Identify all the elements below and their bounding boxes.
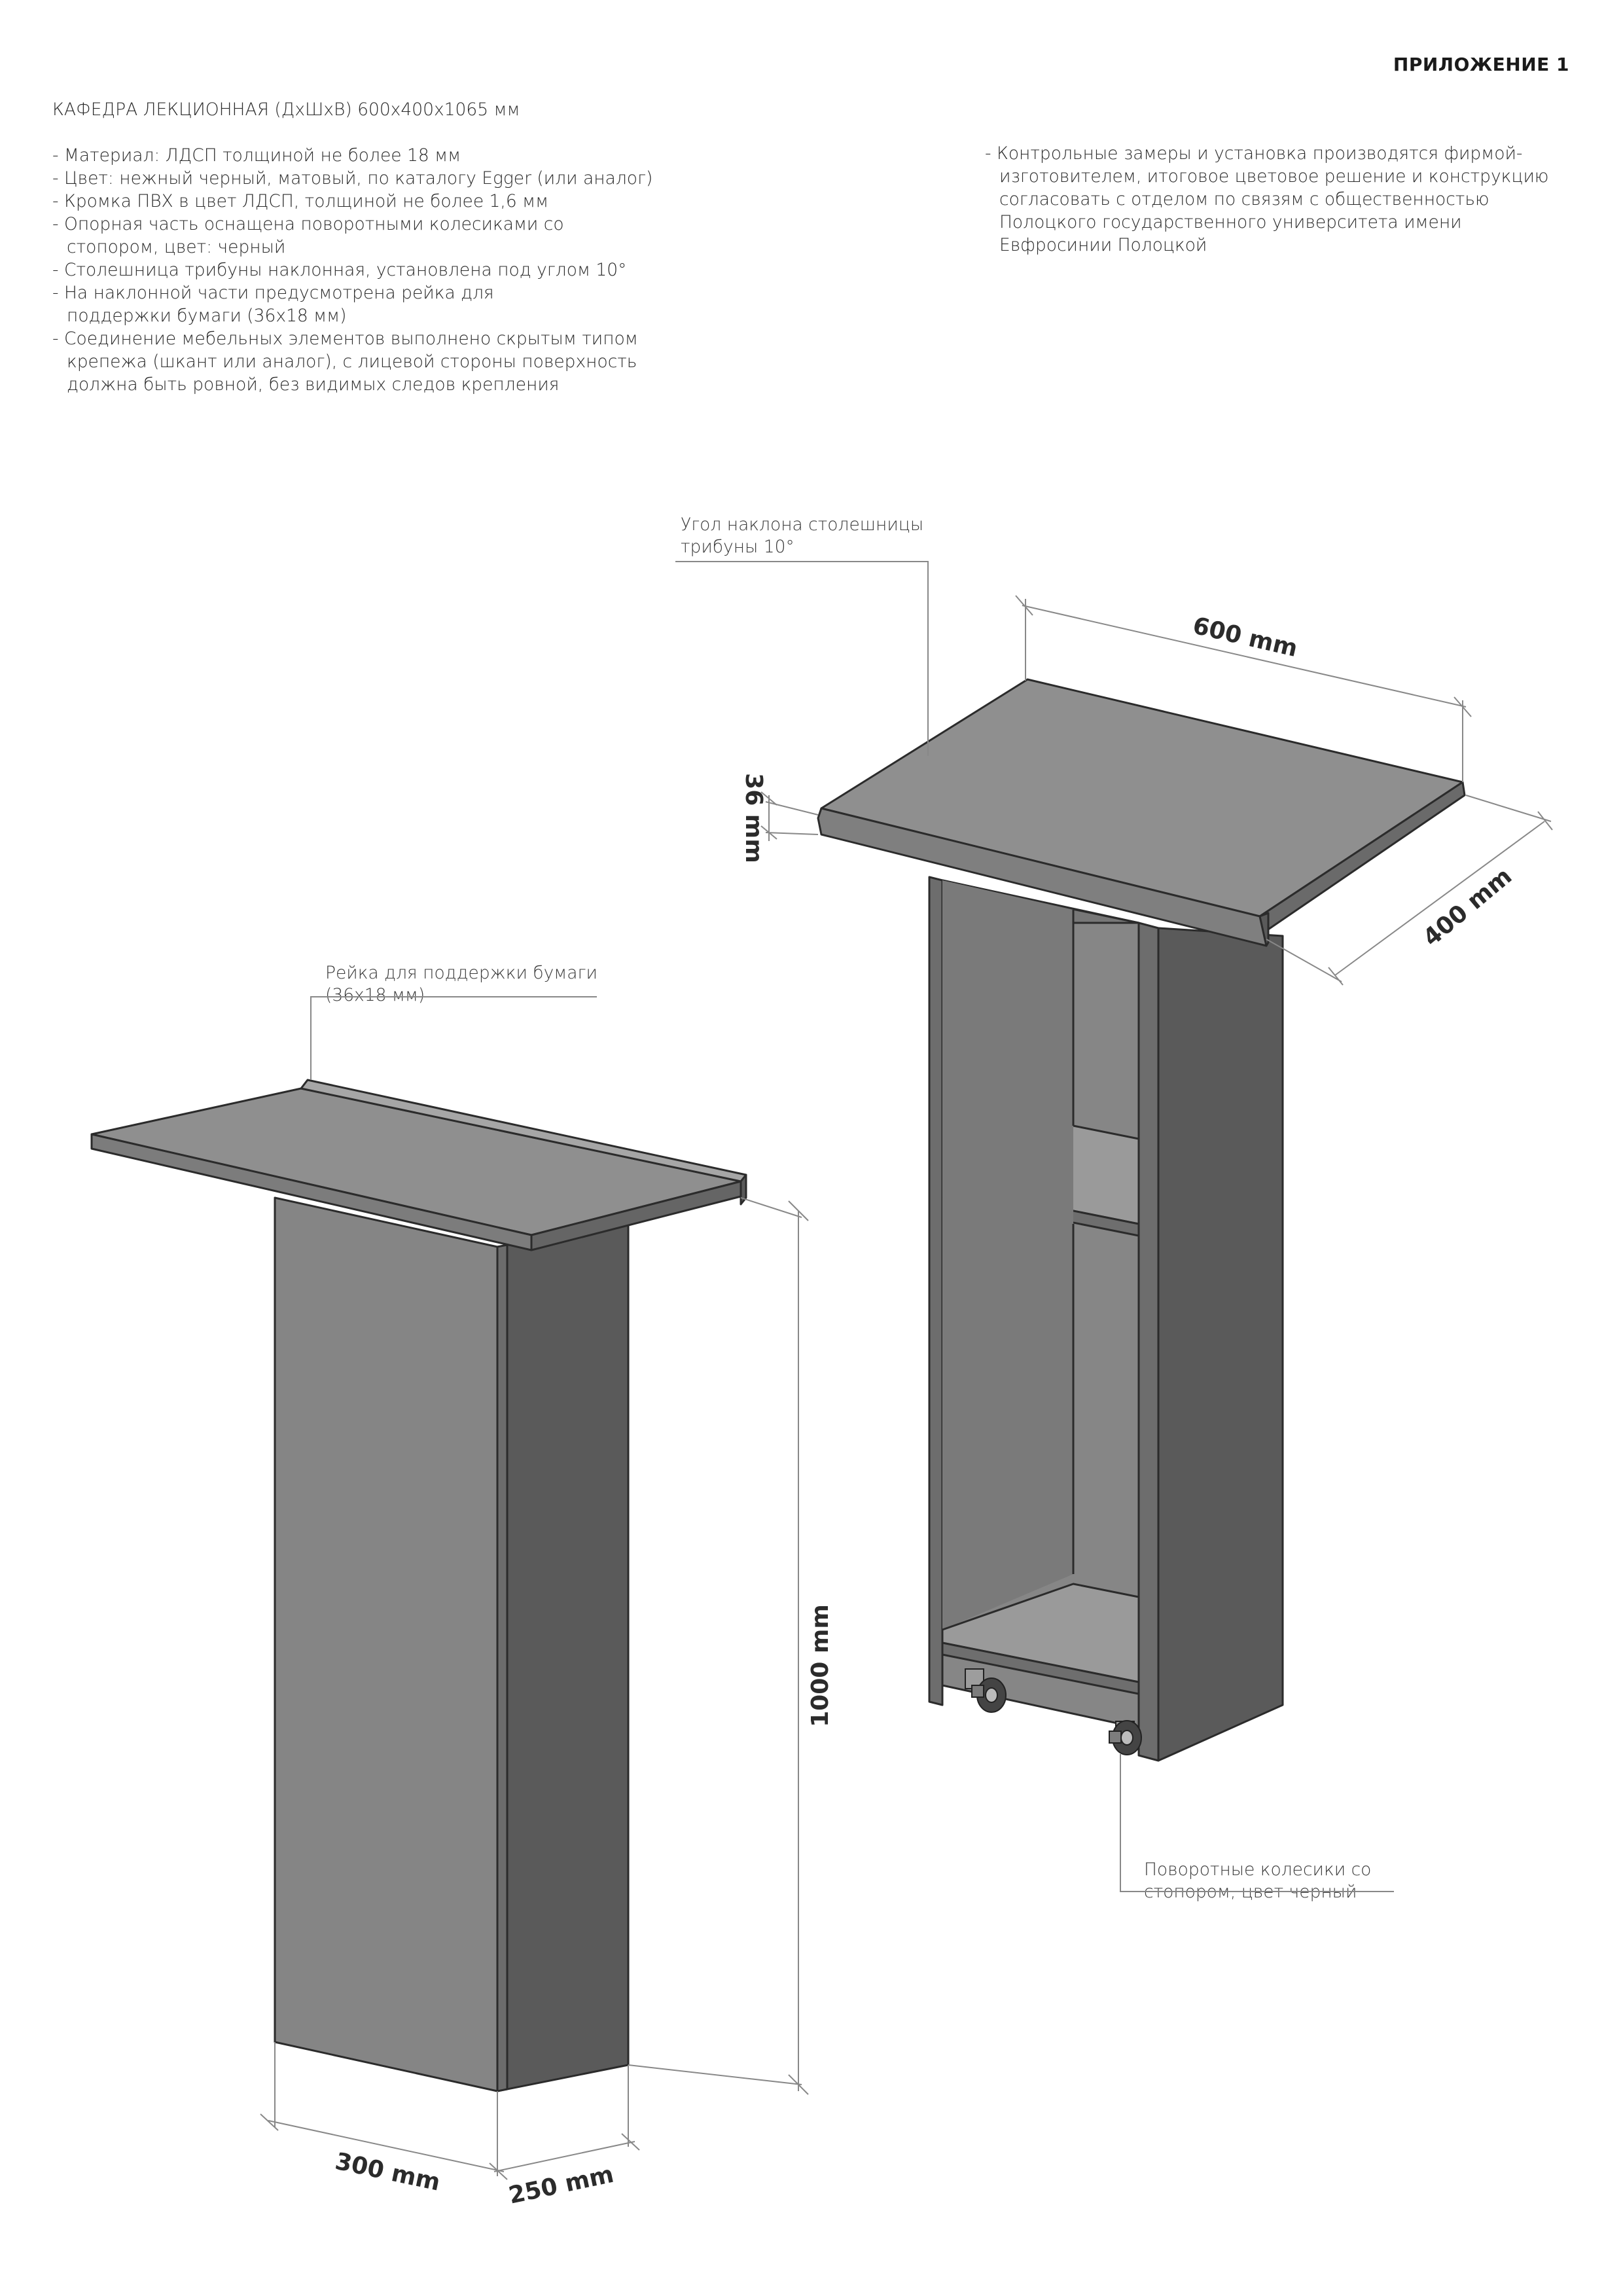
spec-item: - Кромка ПВХ в цвет ЛДСП, толщиной не бо… [52, 191, 549, 211]
spec-list: - Материал: ЛДСП толщиной не более 18 мм… [52, 144, 707, 396]
bottom-shelf-top [941, 1583, 1140, 1683]
caster-wheel-left [965, 1668, 1007, 1713]
tilt-callout-label: Угол наклона столешницы трибуны 10° [681, 514, 924, 557]
inner-left-wall [942, 880, 1073, 1630]
spec-item: - Опорная часть оснащена поворотными кол… [52, 214, 564, 257]
height-dimension-text: 1000 mm [807, 1604, 834, 1727]
cabinet-right-side [1137, 922, 1160, 1762]
lectern-side-face [496, 1219, 630, 2092]
specification-block: КАФЕДРА ЛЕКЦИОННАЯ (ДхШхВ) 600х400х1065 … [52, 98, 707, 396]
caster-wheels [965, 1668, 1142, 1755]
cabinet-side-face [1157, 927, 1284, 1762]
wheels-callout-leader [1120, 1754, 1394, 1892]
spec-item: - Цвет: нежный черный, матовый, по катал… [52, 168, 653, 188]
spec-title: КАФЕДРА ЛЕКЦИОННАЯ (ДхШхВ) 600х400х1065 … [52, 99, 520, 120]
height-dimension [628, 1197, 809, 2095]
tilt-callout-leader [675, 561, 929, 756]
lectern-front-view [90, 1079, 747, 2092]
rail-height-dimension-text: 36 mm [740, 773, 767, 863]
lectern-front-face [274, 1196, 499, 2092]
rail-callout-label: Рейка для поддержки бумаги (36х18 мм) [325, 963, 597, 1005]
cabinet-left-side [928, 876, 944, 1706]
caster-wheel-right [1109, 1720, 1142, 1755]
spec-item: - Соединение мебельных элементов выполне… [52, 329, 638, 395]
rail-height-dimension [760, 791, 819, 841]
lectern-back-view [817, 678, 1466, 1762]
note-item: - Контрольные замеры и установка произво… [985, 143, 1549, 255]
appendix-label: ПРИЛОЖЕНИЕ 1 [1393, 54, 1569, 75]
base-dimensions [260, 2042, 640, 2180]
back-paper-rail-end [1258, 912, 1270, 947]
depth-dimension-text: 250 mm [507, 2161, 616, 2210]
rail-callout-leader [310, 996, 597, 1080]
tilted-top-surface [820, 678, 1464, 918]
paper-rail-end [740, 1174, 747, 1206]
bottom-shelf-front [941, 1641, 1140, 1695]
top-width-dimension [1015, 595, 1472, 782]
notes-block: - Контрольные замеры и установка произво… [985, 142, 1574, 257]
spec-item: - Материал: ЛДСП толщиной не более 18 мм [52, 145, 461, 166]
top-depth-dimension [1266, 795, 1553, 986]
spec-item: - На наклонной части предусмотрена рейка… [52, 283, 494, 326]
top-depth-dimension-text: 400 mm [1418, 863, 1517, 952]
spec-item: - Столешница трибуны наклонная, установл… [52, 260, 627, 280]
lectern-side-edge [496, 1244, 508, 2092]
top-width-dimension-text: 600 mm [1190, 613, 1300, 663]
